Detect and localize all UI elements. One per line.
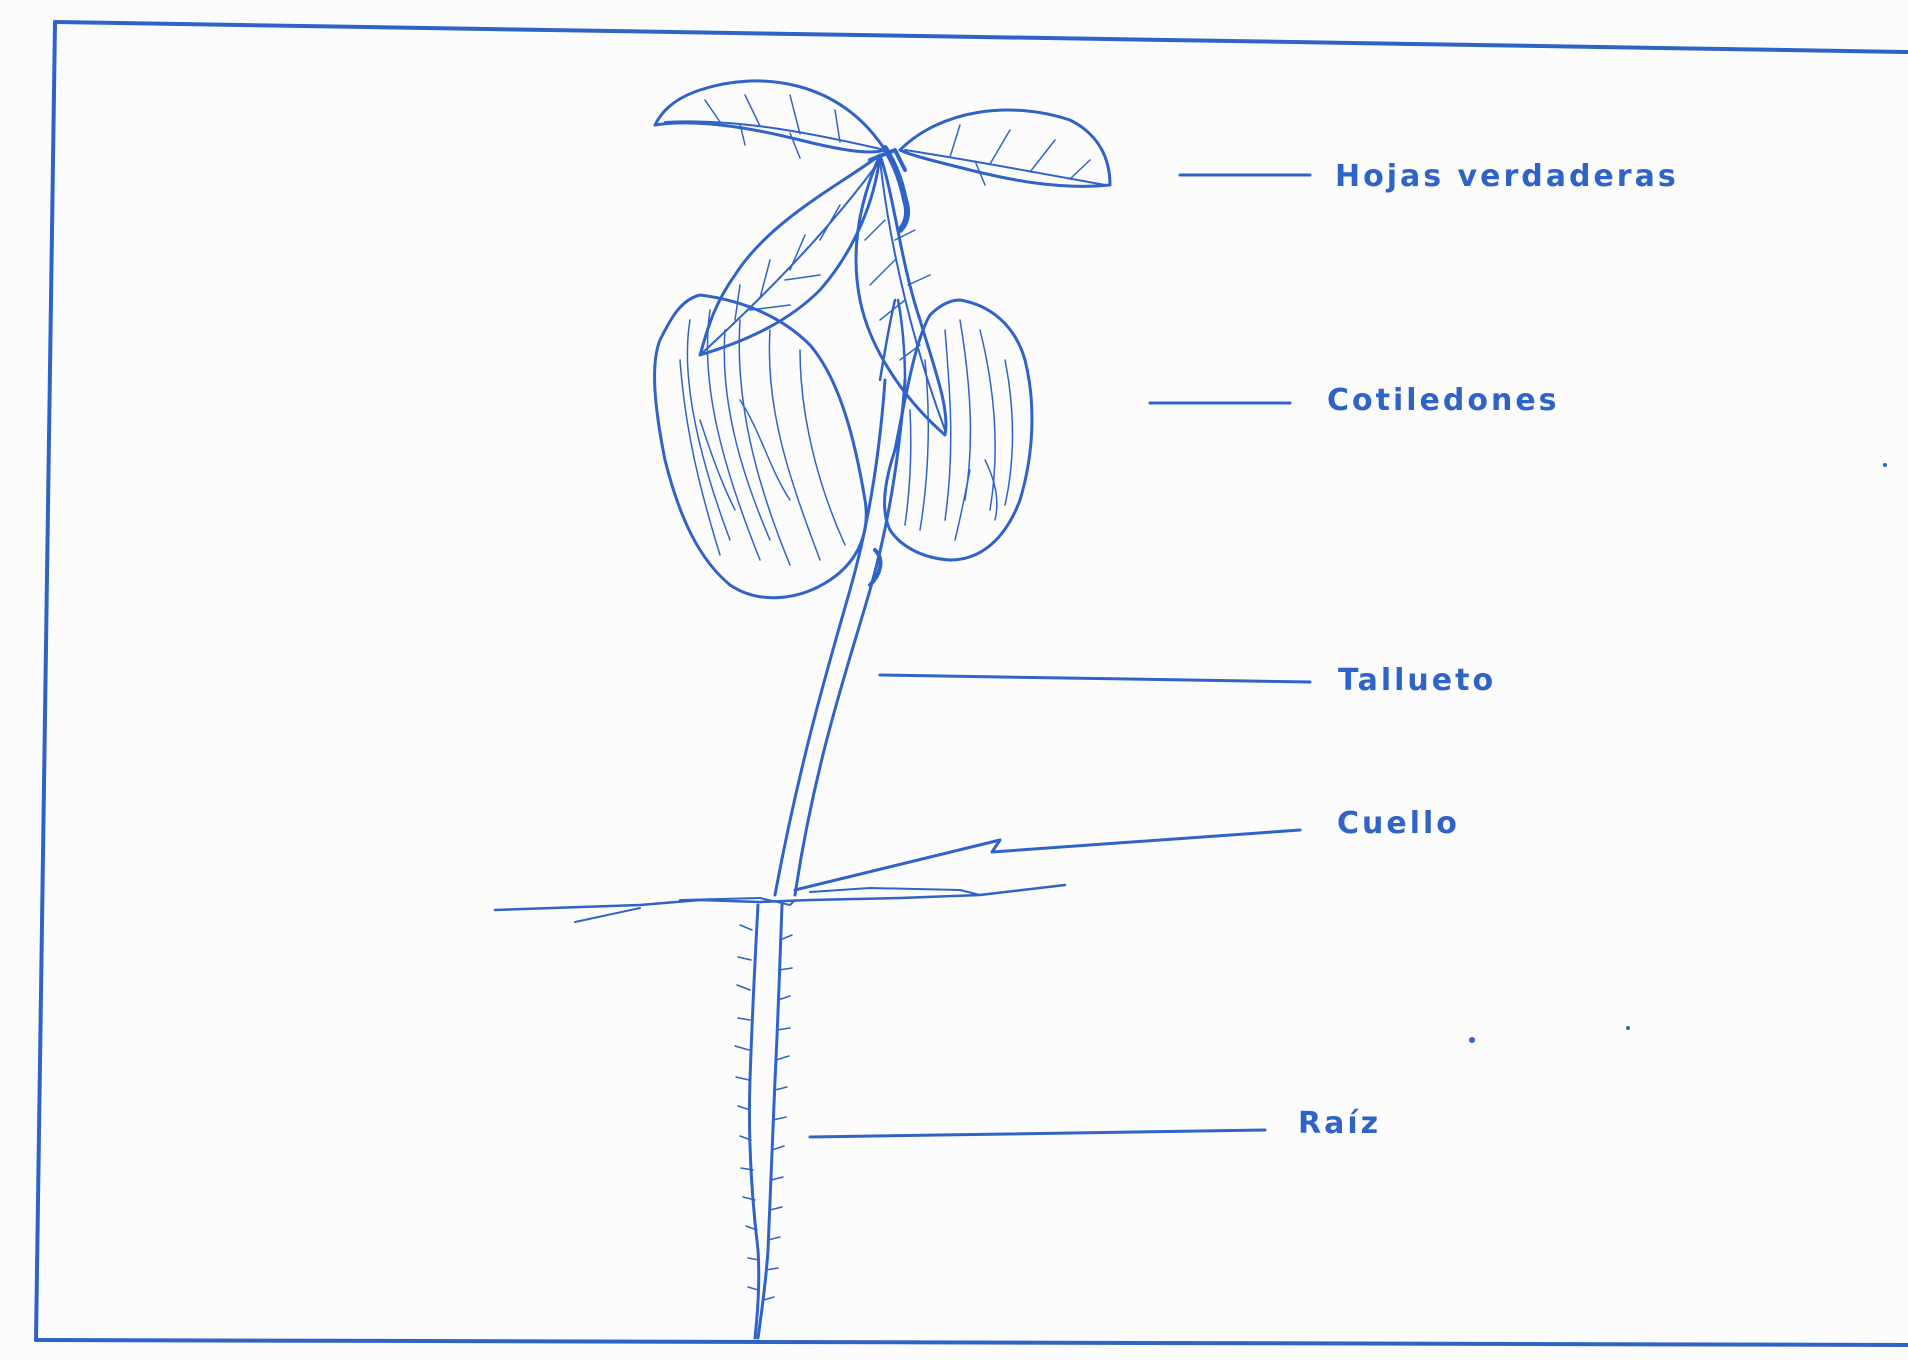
label-stem: Tallueto — [1338, 663, 1496, 698]
label-root: Raíz — [1298, 1106, 1381, 1141]
diagram-frame — [36, 22, 1908, 1345]
root-illustration — [735, 905, 792, 1338]
label-true-leaves: Hojas verdaderas — [1335, 159, 1679, 194]
true-leaves-illustration — [655, 81, 1110, 435]
leader-line-collar — [795, 830, 1300, 890]
labels: Hojas verdaderas Cotiledones Tallueto Cu… — [1298, 159, 1679, 1141]
ground-line — [495, 885, 1065, 922]
stem-illustration — [775, 300, 905, 895]
cotyledons-illustration — [655, 295, 1032, 598]
label-collar: Cuello — [1337, 806, 1460, 841]
paper-specks — [1469, 463, 1887, 1043]
leader-lines — [795, 175, 1310, 1137]
label-cotyledons: Cotiledones — [1327, 383, 1560, 418]
leader-line-root — [810, 1130, 1265, 1137]
leader-line-stem — [880, 675, 1310, 682]
